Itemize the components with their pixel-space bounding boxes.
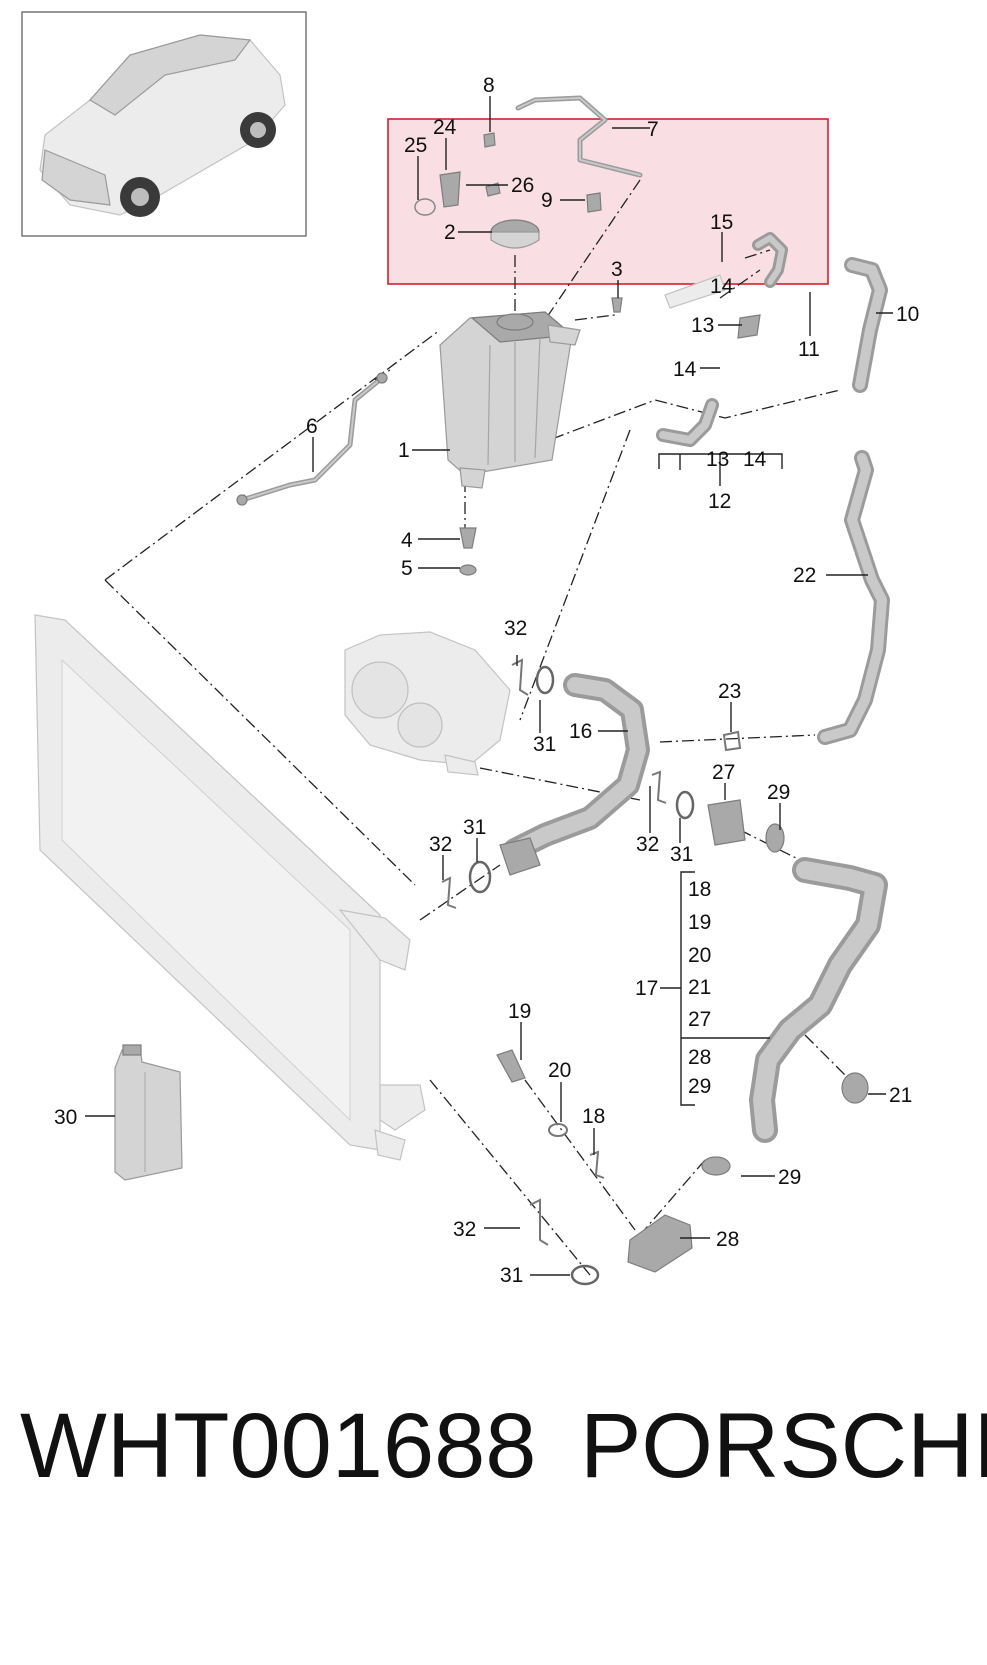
cap-part-2 — [490, 219, 540, 249]
sensor-part-19 — [496, 1049, 568, 1137]
label-18: 18 — [582, 1105, 605, 1128]
water-pump-housing — [344, 631, 511, 776]
label-17: 17 — [635, 977, 658, 1000]
label-17-item-28: 28 — [688, 1046, 711, 1069]
label-14-upper: 14 — [710, 275, 734, 298]
label-7: 7 — [647, 118, 659, 141]
hose-part-17 — [749, 857, 888, 1143]
coolant-bottle-part-30 — [114, 1044, 183, 1181]
label-5: 5 — [401, 557, 413, 580]
label-1: 1 — [398, 439, 410, 462]
label-22: 22 — [793, 564, 816, 587]
label-17-item-21: 21 — [688, 976, 711, 999]
label-26: 26 — [511, 174, 534, 197]
label-17-item-29: 29 — [688, 1075, 711, 1098]
label-17-item-19: 19 — [688, 911, 711, 934]
connector-part-27 — [707, 799, 785, 853]
label-9: 9 — [541, 189, 553, 212]
label-30: 30 — [54, 1106, 77, 1129]
small-fittings — [414, 132, 623, 576]
hose-part-10 — [844, 257, 888, 393]
label-23: 23 — [718, 680, 741, 703]
label-19: 19 — [508, 1000, 531, 1023]
radiator — [34, 614, 426, 1161]
label-14-group: 14 — [743, 448, 767, 471]
label-31-c: 31 — [463, 816, 486, 839]
label-27: 27 — [712, 761, 735, 784]
hose-part-12 — [656, 232, 788, 447]
hose-part-16 — [499, 673, 650, 876]
highlight-region — [387, 118, 829, 285]
label-21: 21 — [889, 1084, 912, 1107]
label-12: 12 — [708, 490, 731, 513]
pipe-part-7 — [515, 95, 643, 178]
label-4: 4 — [401, 529, 413, 552]
label-8: 8 — [483, 74, 495, 97]
label-6: 6 — [306, 415, 318, 438]
label-11: 11 — [798, 338, 820, 361]
label-3: 3 — [611, 258, 623, 281]
label-13: 13 — [691, 314, 714, 337]
label-17-item-27: 27 — [688, 1008, 711, 1031]
label-31-b: 31 — [670, 843, 693, 866]
label-32-b: 32 — [636, 833, 659, 856]
pipe-part-6 — [236, 372, 388, 506]
label-29-lower: 29 — [778, 1166, 801, 1189]
label-32-a: 32 — [504, 617, 527, 640]
label-31-a: 31 — [533, 733, 556, 756]
label-29-upper: 29 — [767, 781, 790, 804]
label-24: 24 — [433, 116, 457, 139]
o-rings-part-31 — [468, 665, 695, 1286]
connector-part-28 — [627, 1156, 731, 1273]
label-28: 28 — [716, 1228, 739, 1251]
label-16: 16 — [569, 720, 592, 743]
callout-labels: 1 2 3 4 5 6 7 8 9 10 11 12 13 14 13 14 1… — [54, 74, 919, 1287]
label-14-lower: 14 — [673, 358, 697, 381]
footer: WHT001688 PORSCHE — [0, 1400, 987, 1540]
label-10: 10 — [896, 303, 919, 326]
brand-name: PORSCHE — [580, 1395, 987, 1497]
label-15: 15 — [710, 211, 733, 234]
label-17-item-20: 20 — [688, 944, 711, 967]
label-2: 2 — [444, 221, 456, 244]
label-13-group: 13 — [706, 448, 729, 471]
vehicle-thumbnail — [21, 11, 307, 237]
label-31-d: 31 — [500, 1264, 523, 1287]
expansion-tank — [439, 311, 581, 489]
label-25: 25 — [404, 134, 427, 157]
label-32-d: 32 — [453, 1218, 476, 1241]
label-32-c: 32 — [429, 833, 452, 856]
part-number: WHT001688 — [20, 1395, 537, 1497]
leader-lines — [85, 96, 893, 1276]
label-20: 20 — [548, 1059, 571, 1082]
hose-part-22 — [817, 450, 890, 745]
clamp-part-21 — [841, 1072, 869, 1104]
label-17-item-18: 18 — [688, 878, 711, 901]
